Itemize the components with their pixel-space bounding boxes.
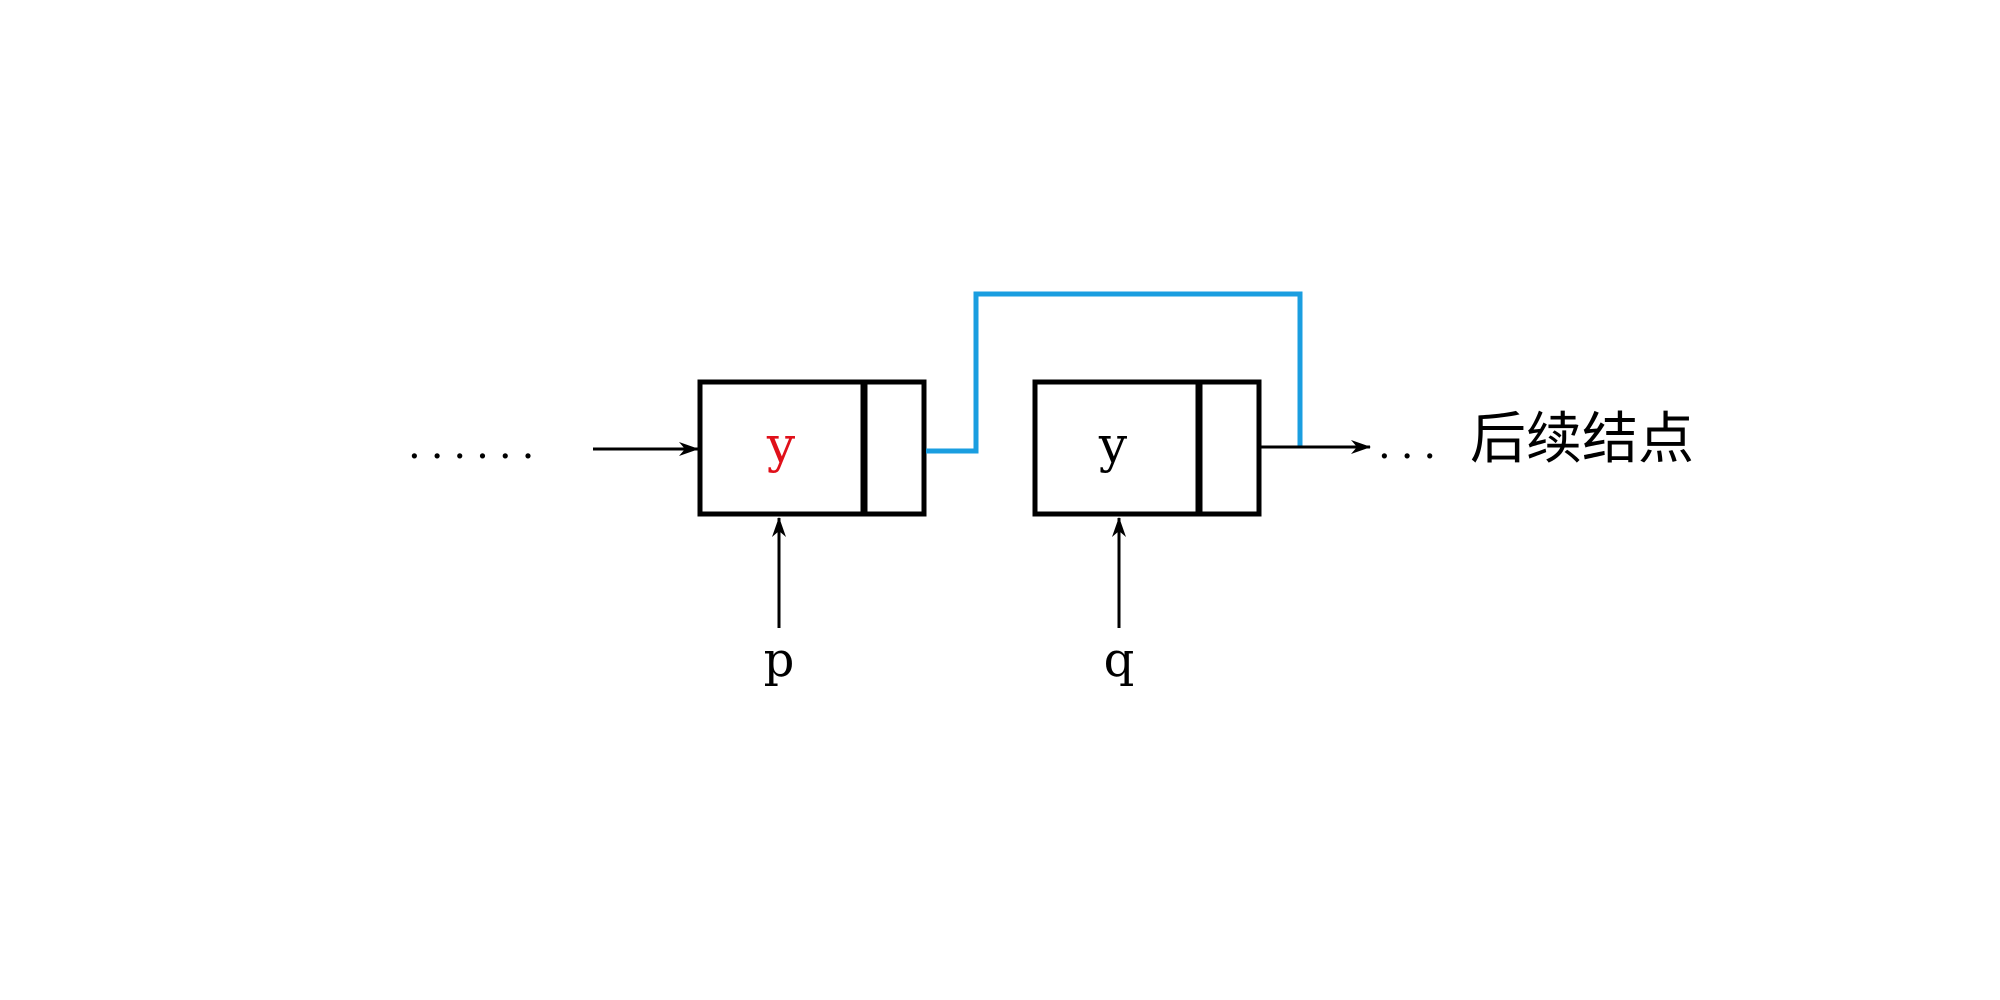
pointer-q-label: q (1104, 632, 1135, 688)
node-q-box (1032, 379, 1262, 517)
pointer-p-label: p (764, 632, 795, 688)
leading-dots: ...... (408, 422, 544, 468)
node-p-value: y (766, 416, 796, 474)
node-q: y (1032, 379, 1262, 517)
node-q-value: y (1098, 416, 1128, 474)
successor-label: 后续结点 (1470, 407, 1694, 472)
relink-pointer-path (926, 291, 1303, 454)
node-p: y (697, 379, 927, 517)
node-p-box (697, 379, 927, 517)
trailing-dots: ... (1378, 422, 1446, 468)
